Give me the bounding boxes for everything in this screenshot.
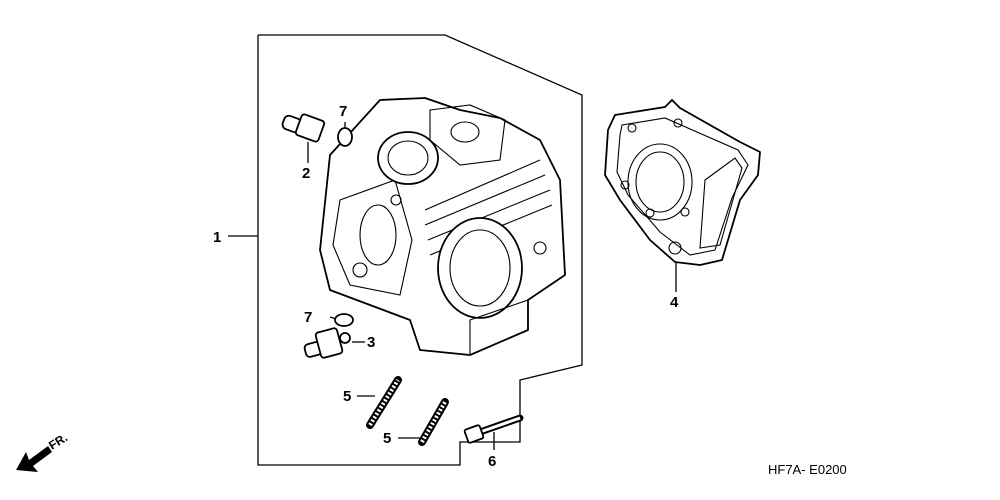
head-gasket-part-4	[604, 99, 761, 266]
callout-7-upper: 7	[339, 103, 347, 120]
callout-6: 6	[488, 453, 496, 470]
callout-5-upper: 5	[343, 388, 351, 405]
callout-1: 1	[213, 229, 221, 246]
arrow-down-left-icon	[16, 446, 52, 472]
callout-5-lower: 5	[383, 430, 391, 447]
o-ring-lower	[334, 313, 354, 327]
callout-4: 4	[670, 294, 679, 311]
stud-bolt-upper	[366, 376, 402, 429]
diagram-code: HF7A- E0200	[768, 462, 847, 477]
callout-3: 3	[367, 334, 375, 351]
plug-part-2	[281, 113, 326, 143]
front-direction-indicator: FR.	[16, 430, 70, 472]
callout-2: 2	[302, 165, 310, 182]
cylinder-head	[319, 97, 566, 356]
assembly-boundary	[257, 34, 583, 466]
flange-bolt-part-6	[463, 414, 524, 444]
leader-lines	[228, 122, 677, 450]
callout-7-lower: 7	[304, 309, 312, 326]
valve-part-3	[303, 327, 351, 359]
stud-bolt-lower	[418, 398, 449, 446]
o-ring-upper	[337, 127, 353, 147]
